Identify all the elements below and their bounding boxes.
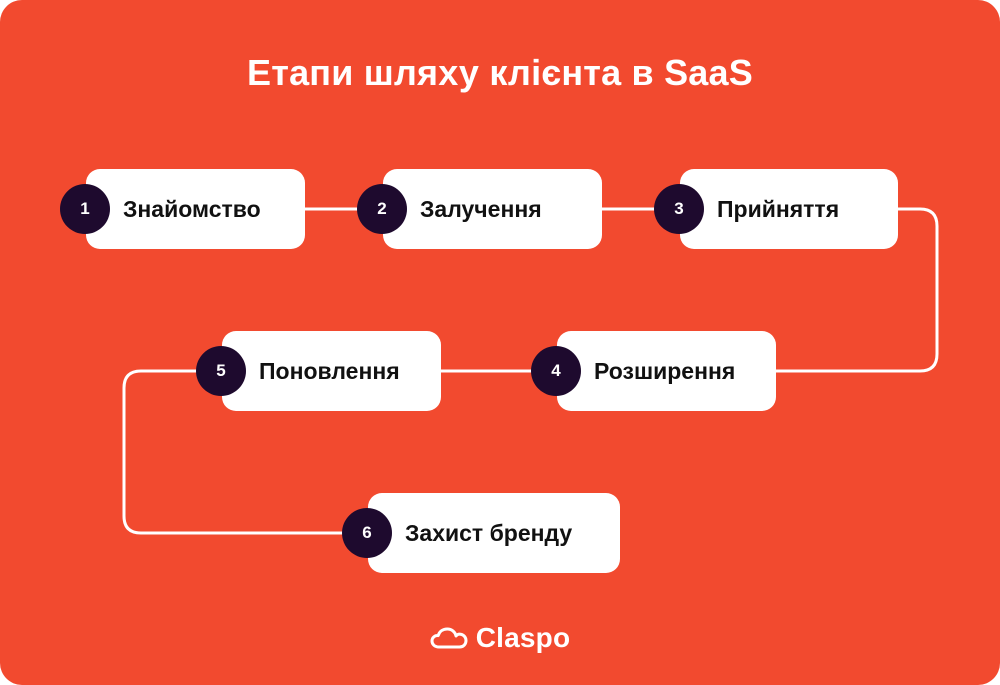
step-number-badge: 5 <box>196 346 246 396</box>
step-card-4: Розширення <box>557 331 776 411</box>
step-number-badge: 3 <box>654 184 704 234</box>
cloud-icon <box>430 627 468 649</box>
step-card-2: Залучення <box>383 169 602 249</box>
step-label: Розширення <box>594 357 736 384</box>
step-card-6: Захист бренду <box>368 493 620 573</box>
connector-5-6 <box>122 369 370 535</box>
step-label: Захист бренду <box>405 519 573 546</box>
brand-name: Claspo <box>475 622 571 653</box>
diagram-title: Етапи шляху клієнта в SaaS <box>247 52 753 93</box>
step-card-1: Знайомство <box>86 169 305 249</box>
step-number-badge: 1 <box>60 184 110 234</box>
step-label: Поновлення <box>259 357 400 384</box>
step-number-badge: 6 <box>342 508 392 558</box>
step-label: Знайомство <box>123 195 261 222</box>
brand-logo: Claspo <box>0 622 1000 654</box>
step-card-5: Поновлення <box>222 331 441 411</box>
step-number-badge: 4 <box>531 346 581 396</box>
connector-3-4 <box>774 207 939 373</box>
step-number-badge: 2 <box>357 184 407 234</box>
step-card-3: Прийняття <box>680 169 898 249</box>
step-label: Залучення <box>420 195 542 222</box>
step-label: Прийняття <box>717 195 840 222</box>
